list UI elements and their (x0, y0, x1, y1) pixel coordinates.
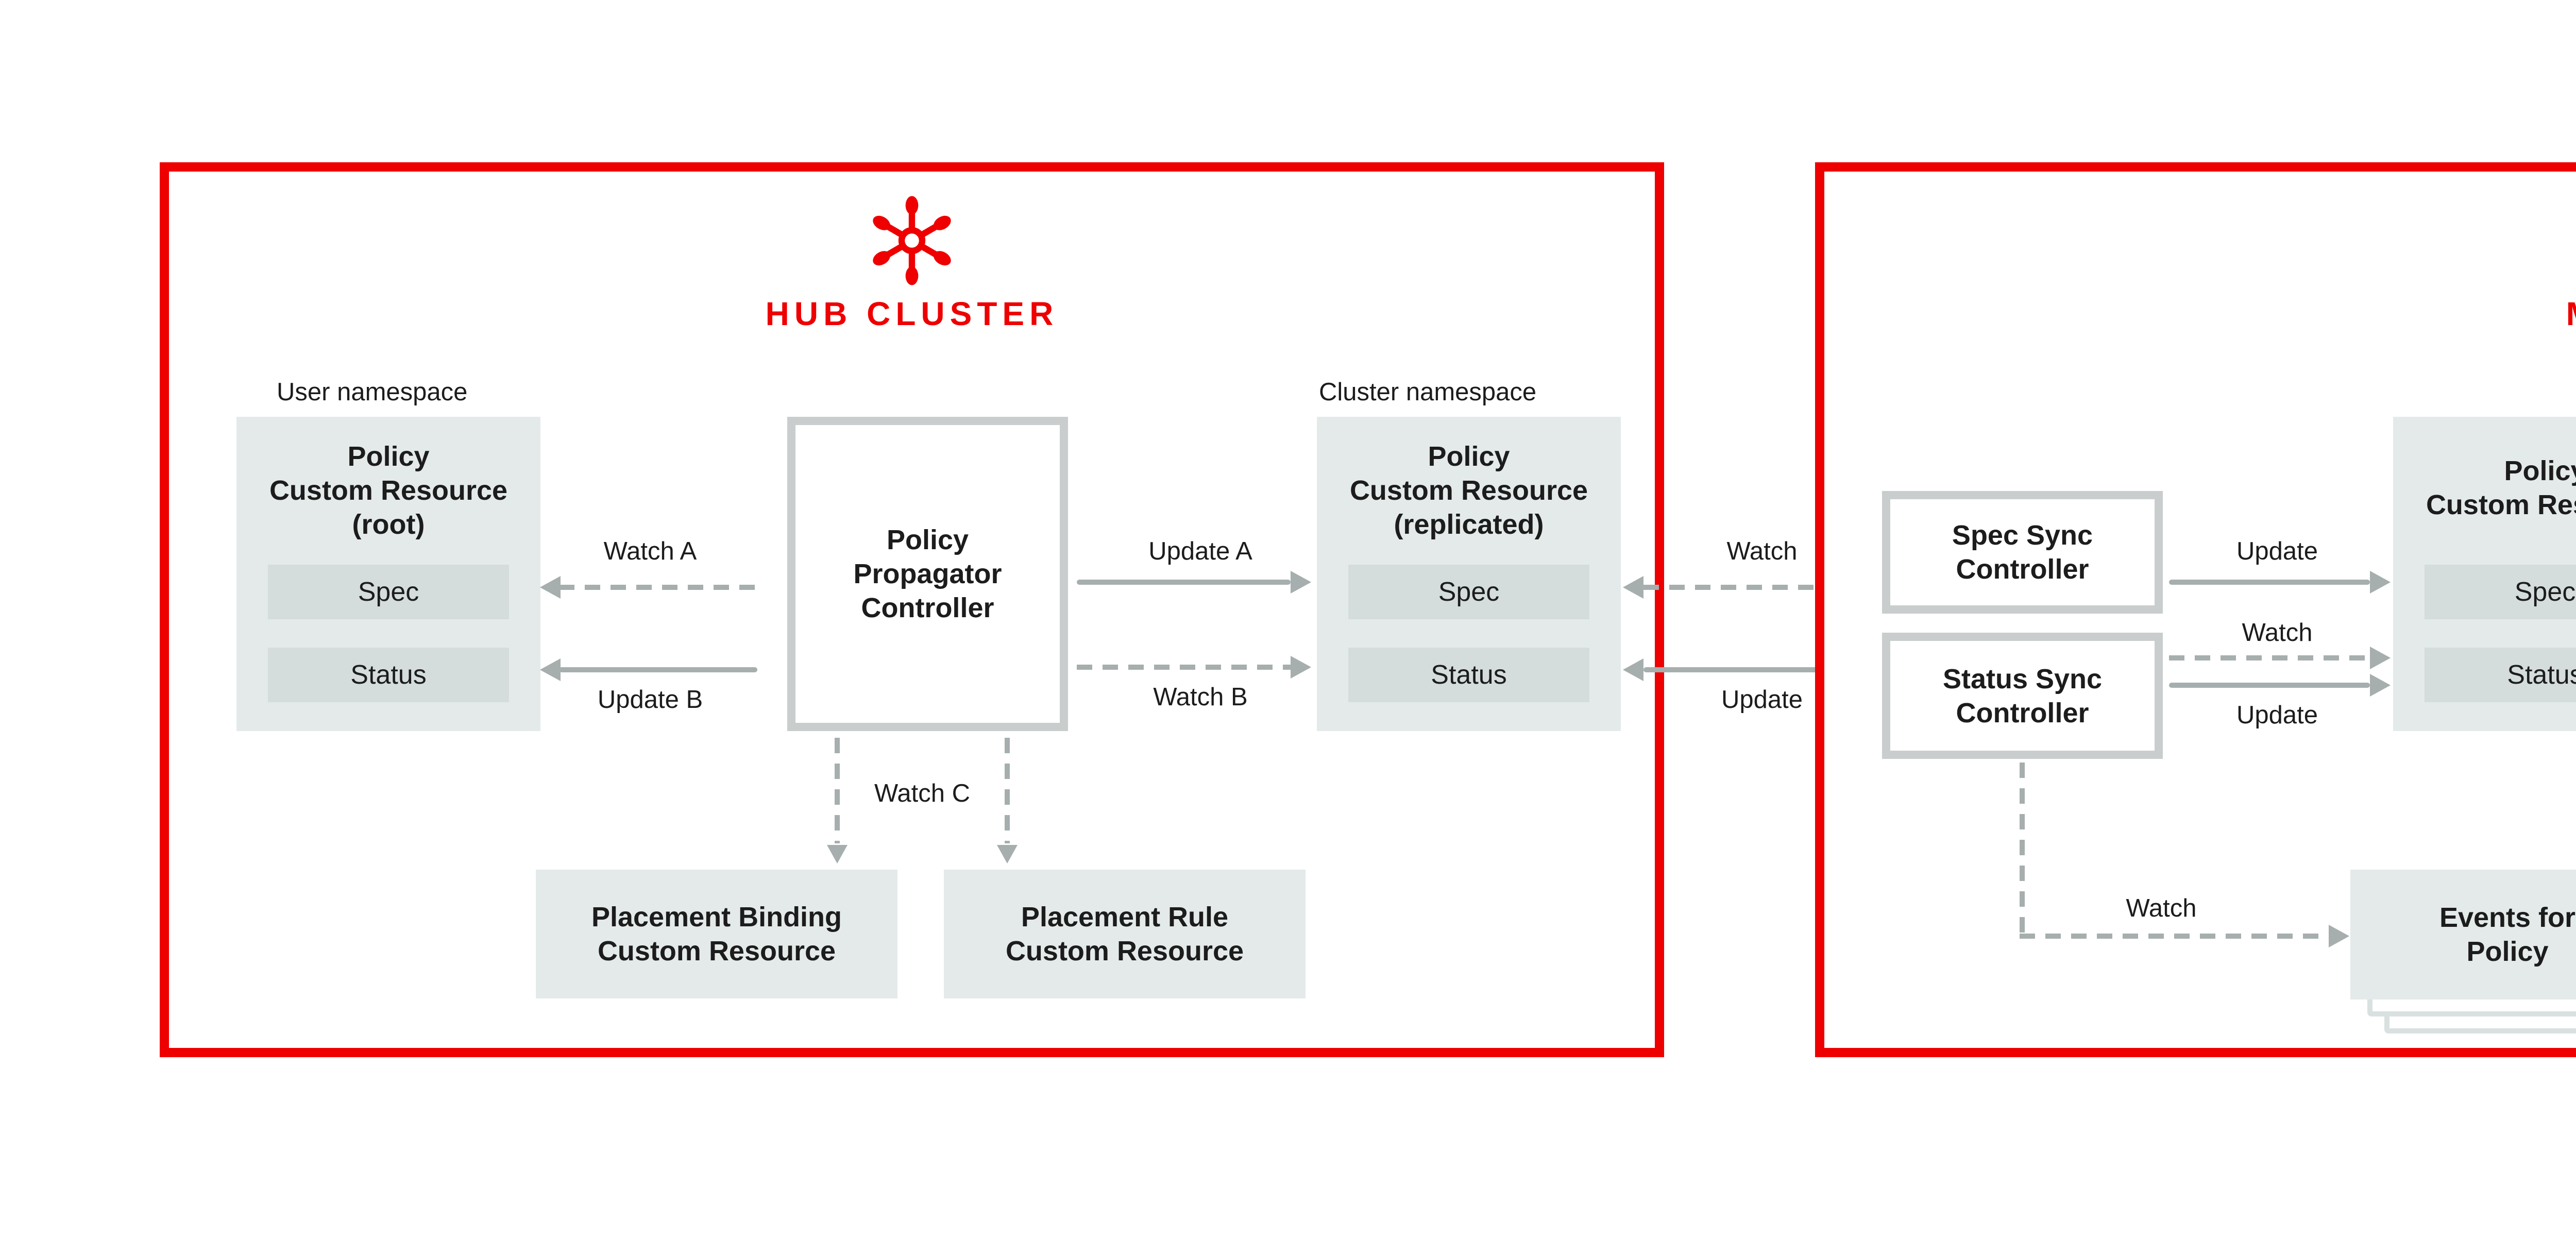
watch-c-left-line (835, 738, 840, 843)
replicated-spec-box: Spec (1348, 565, 1589, 619)
bridge-watch-arrowhead (1623, 576, 1643, 599)
title-line: Custom Resource (1349, 475, 1588, 506)
update-a-label: Update A (1148, 537, 1252, 565)
update-status-arrow-line (2169, 683, 2370, 688)
watch-a-arrow-line (559, 585, 757, 590)
update-spec-arrow-line (2169, 580, 2370, 585)
title-line: Placement Binding (591, 902, 842, 933)
update-b-arrowhead (540, 658, 561, 681)
update-b-arrow-line (559, 667, 757, 672)
policy-custom-resource-replicated-title: Policy Custom Resource (replicated) (1317, 417, 1621, 541)
title-line: Custom Resource (269, 475, 508, 506)
watch-status-arrowhead (2370, 647, 2391, 669)
bridge-update-label: Update (1721, 686, 1803, 714)
update-status-arrowhead (2370, 674, 2391, 697)
title-line: Controller (861, 592, 994, 623)
title-line: Policy (2466, 936, 2549, 967)
policy-custom-resource-replicated-box: Policy Custom Resource (replicated) Spec… (1317, 417, 1621, 731)
managed-policy-custom-resource-title: Policy Custom Resource (2393, 417, 2576, 522)
bridge-update-arrowhead (1623, 658, 1643, 681)
managed-spec-box: Spec (2425, 565, 2576, 619)
root-status-box: Status (268, 648, 509, 702)
bridge-watch-label: Watch (1726, 537, 1798, 565)
update-status-label: Update (2236, 701, 2318, 729)
user-namespace-label: User namespace (277, 378, 468, 406)
watch-events-arrowhead (2329, 925, 2349, 947)
title-line: Propagator (853, 558, 1002, 589)
title-line: Custom Resource (1005, 936, 1244, 967)
bridge-watch-arrow-line (1643, 585, 1896, 590)
cluster-namespace-label: Cluster namespace (1319, 378, 1537, 406)
title-line: Policy (886, 524, 969, 555)
title-line: Status Sync (1942, 663, 2103, 694)
watch-b-arrowhead (1291, 656, 1311, 679)
events-for-policy-box: Events for Policy (2350, 870, 2576, 999)
update-b-label: Update B (597, 686, 703, 714)
watch-status-arrow-line (2169, 655, 2370, 660)
update-a-arrow-line (1077, 580, 1291, 585)
title-line: Policy (347, 441, 430, 472)
title-line: Controller (1956, 554, 2089, 585)
watch-c-left-arrowhead (827, 845, 848, 863)
root-spec-box: Spec (268, 565, 509, 619)
watch-b-label: Watch B (1153, 683, 1248, 711)
title-line: (root) (352, 509, 425, 540)
policy-custom-resource-root-title: Policy Custom Resource (root) (236, 417, 540, 541)
bridge-update-arrow-line (1643, 667, 1896, 672)
title-line: Custom Resource (597, 936, 836, 967)
watch-events-horizontal-line (2020, 934, 2329, 939)
update-a-arrowhead (1291, 571, 1311, 594)
policy-propagator-controller-box: Policy Propagator Controller (787, 417, 1068, 731)
title-line: Controller (1956, 697, 2089, 728)
watch-c-label: Watch C (874, 780, 971, 807)
hub-cluster-title: HUB CLUSTER (765, 295, 1059, 332)
placement-binding-custom-resource-box: Placement Binding Custom Resource (536, 870, 897, 998)
title-line: Spec Sync (1952, 520, 2093, 551)
title-line: Policy (1428, 441, 1510, 472)
status-sync-controller-box: Status Sync Controller (1882, 633, 2163, 759)
title-line: Policy (2504, 455, 2576, 486)
hub-cluster-icon (873, 196, 951, 285)
watch-events-vertical-line (2020, 762, 2025, 938)
managed-policy-custom-resource-box: Policy Custom Resource Spec Status (2393, 417, 2576, 731)
watch-a-label: Watch A (603, 537, 697, 565)
watch-b-arrow-line (1077, 665, 1291, 670)
update-spec-arrowhead (2370, 571, 2391, 594)
update-spec-label: Update (2236, 537, 2318, 565)
managed-cluster-title: MANAGED CLUSTER (2566, 295, 2576, 333)
replicated-status-box: Status (1348, 648, 1589, 702)
watch-status-label: Watch (2242, 619, 2313, 647)
title-line: Events for (2439, 902, 2576, 933)
watch-c-right-arrowhead (997, 845, 1018, 863)
policy-custom-resource-root-box: Policy Custom Resource (root) Spec Statu… (236, 417, 540, 731)
watch-events-label: Watch (2126, 894, 2197, 922)
placement-rule-custom-resource-box: Placement Rule Custom Resource (944, 870, 1306, 998)
title-line: Placement Rule (1021, 902, 1229, 933)
watch-a-arrowhead (540, 576, 561, 599)
managed-status-box: Status (2425, 648, 2576, 702)
title-line: (replicated) (1394, 509, 1544, 540)
title-line: Custom Resource (2426, 489, 2576, 520)
spec-sync-controller-box: Spec Sync Controller (1882, 491, 2163, 614)
watch-c-right-line (1005, 738, 1010, 843)
